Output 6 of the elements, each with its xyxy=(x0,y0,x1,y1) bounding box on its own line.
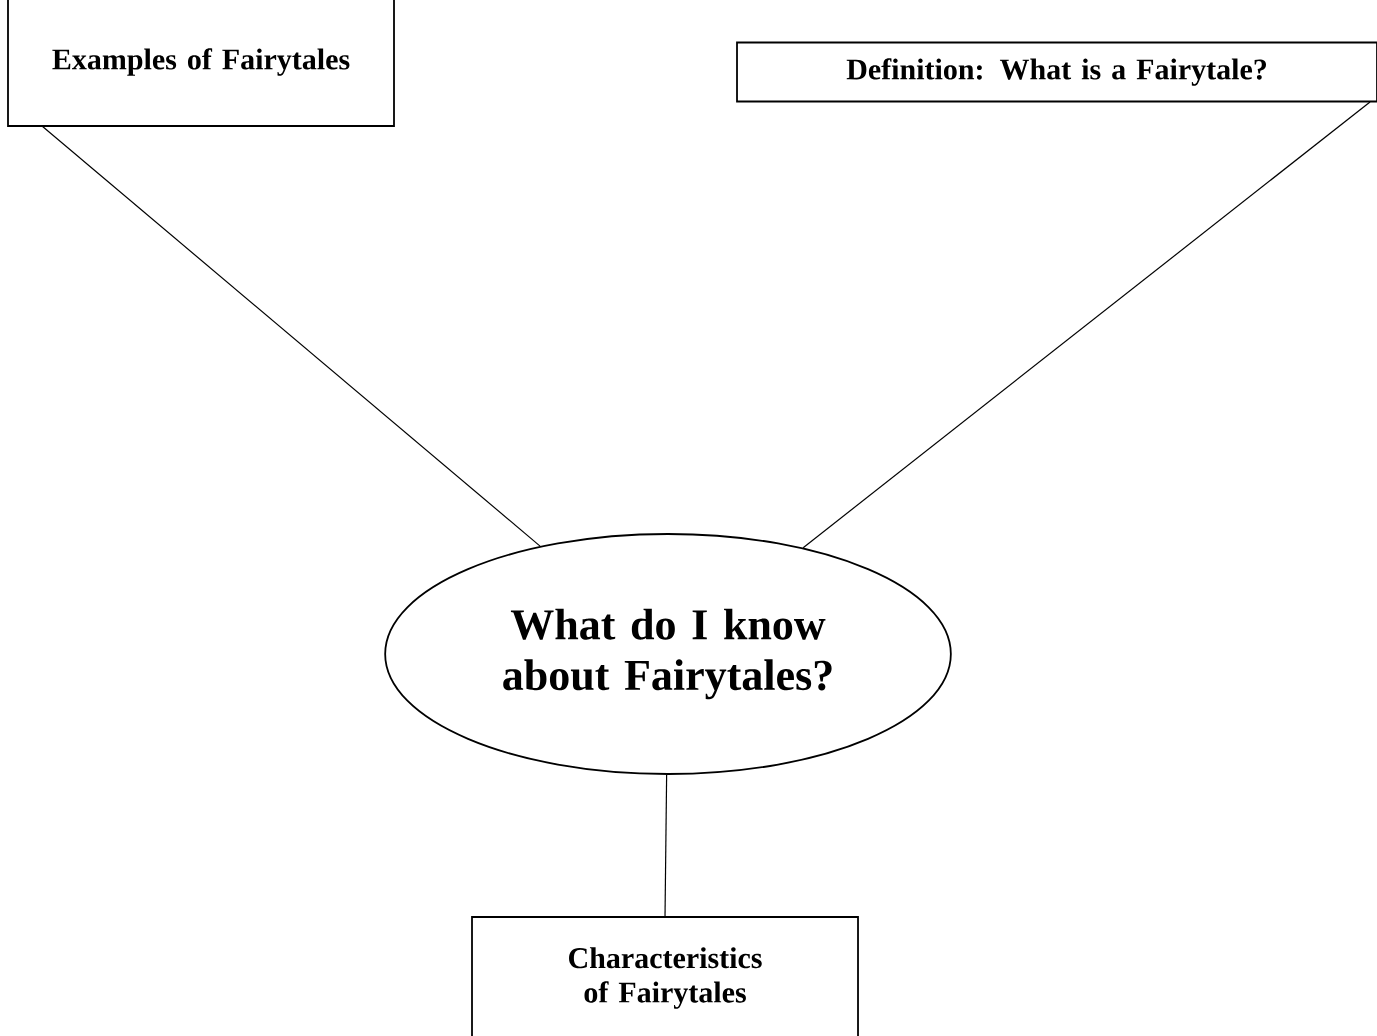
topic-box: Characteristics of Fairytales xyxy=(471,916,859,1036)
topic-box: Examples of Fairytales xyxy=(7,0,395,127)
connector-line xyxy=(41,125,541,547)
connector-line xyxy=(802,101,1371,549)
topic-box: Definition: What is a Fairytale? xyxy=(736,41,1377,103)
connector-line xyxy=(664,774,668,918)
